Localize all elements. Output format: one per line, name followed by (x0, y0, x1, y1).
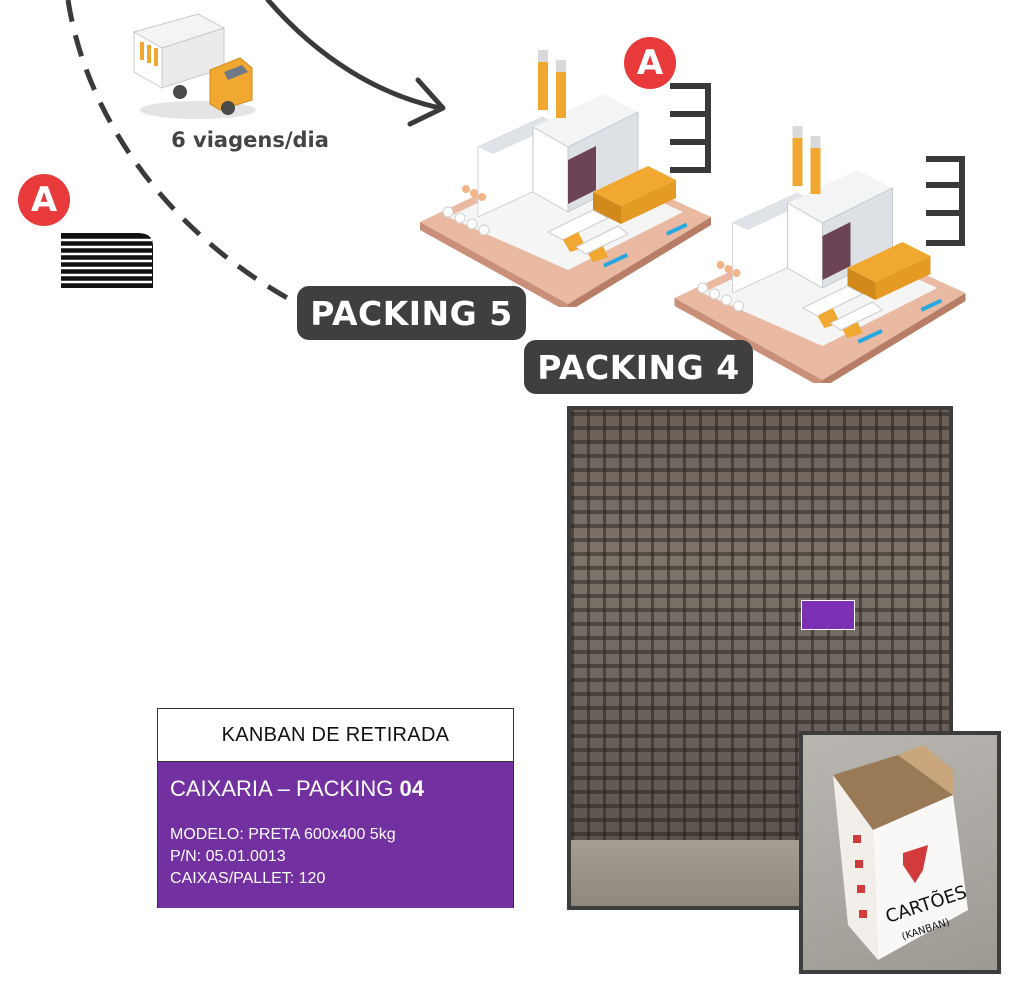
kanban-card: KANBAN DE RETIRADA CAIXARIA – PACKING 04… (157, 708, 514, 908)
kanban-card-header: KANBAN DE RETIRADA (158, 709, 513, 762)
kanban-model: MODELO: PRETA 600x400 5kg (170, 826, 396, 843)
kanban-tag-on-pallet (801, 600, 855, 630)
stacked-boxes-icon (61, 233, 153, 288)
truck-icon (132, 13, 256, 119)
badge-a-left: A (18, 174, 70, 226)
kanban-title-number: 04 (399, 776, 424, 801)
badge-a-top: A (624, 37, 676, 89)
factory-packing5-icon (420, 50, 711, 307)
delivery-arrow-curve (265, 0, 443, 111)
kanban-title-prefix: CAIXARIA – PACKING (170, 776, 400, 801)
packing4-label: PACKING 4 (524, 340, 753, 394)
kanban-box-photo: CARTÕES (KANBAN) (799, 731, 1001, 974)
kanban-part-number: P/N: 05.01.0013 (170, 848, 286, 865)
trips-per-day-caption: 6 viagens/dia (171, 128, 329, 152)
kanban-post-icon (926, 156, 965, 246)
delivery-arrow-head (407, 77, 446, 127)
cardboard-box-icon: CARTÕES (KANBAN) (833, 745, 969, 960)
factory-packing4-icon (674, 126, 966, 383)
kanban-post-icon (670, 83, 711, 173)
kanban-card-title: CAIXARIA – PACKING 04 (170, 776, 501, 802)
return-dashed-path (65, 0, 302, 308)
packing5-label: PACKING 5 (297, 286, 526, 340)
kanban-boxes-per-pallet: CAIXAS/PALLET: 120 (170, 870, 326, 887)
kanban-card-body: CAIXARIA – PACKING 04 MODELO: PRETA 600x… (158, 762, 513, 908)
